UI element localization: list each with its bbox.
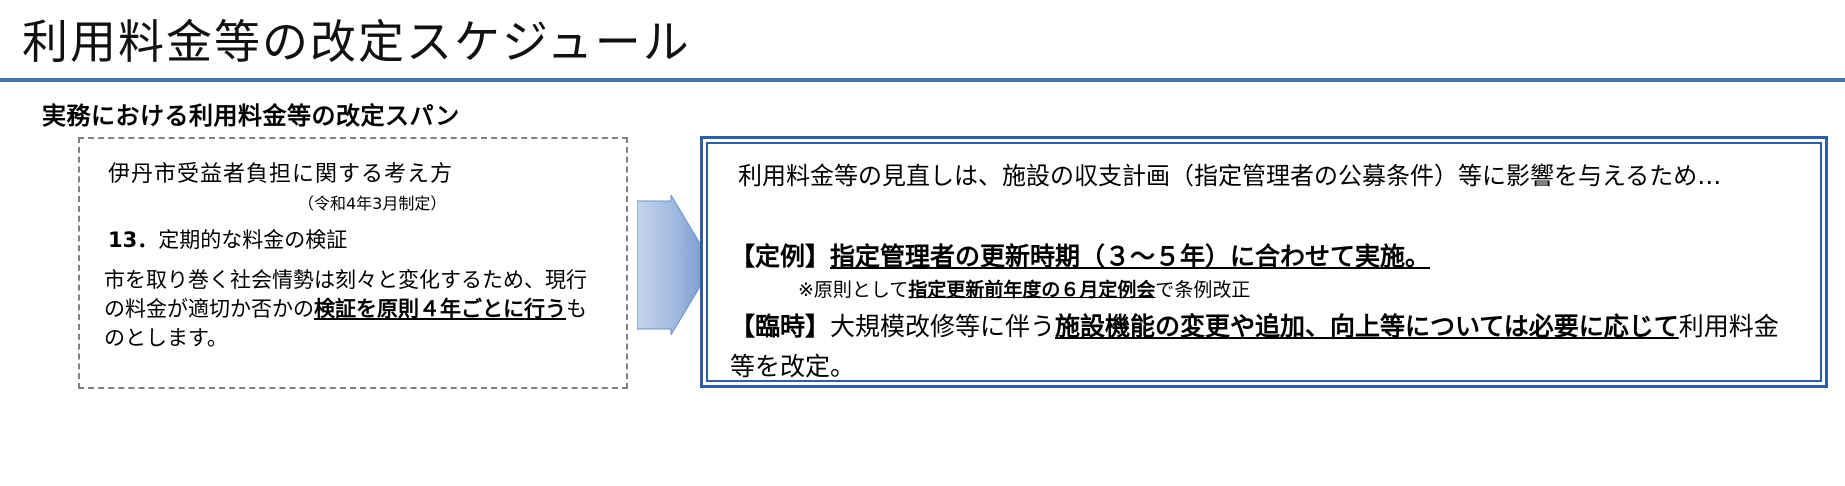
special-revision-emphasis: 施設機能の変更や追加、向上等については必要に応じて xyxy=(1055,312,1679,341)
policy-body-part2: ものとします。 xyxy=(104,297,587,350)
policy-item-number: 13． xyxy=(108,228,159,252)
policy-body-emphasis: 検証を原則４年ごとに行う xyxy=(314,297,566,321)
special-revision-plain-after: 利用料金等を改定。 xyxy=(730,312,1779,381)
revision-policy-inner: 利用料金等の見直しは、施設の収支計画（指定管理者の公募条件）等に影響を与えるため… xyxy=(706,142,1822,382)
note-prefix: ※原則として xyxy=(798,279,909,301)
policy-body-part1: 市を取り巻く社会情勢は刻々と変化するため、現行の料金が適切か否かの xyxy=(104,268,587,321)
regular-revision-note: ※原則として指定更新前年度の６月定例会で条例改正 xyxy=(798,275,1250,302)
right-arrow-icon xyxy=(636,193,714,337)
policy-item-title: 定期的な料金の検証 xyxy=(158,228,348,252)
policy-reference-box: 伊丹市受益者負担に関する考え方 （令和4年3月制定） 13．定期的な料金の検証 … xyxy=(78,137,628,389)
policy-item-heading: 13．定期的な料金の検証 xyxy=(108,224,347,254)
page-title: 利用料金等の改定スケジュール xyxy=(22,15,691,69)
note-suffix: で条例改正 xyxy=(1155,279,1251,301)
title-divider xyxy=(0,78,1845,82)
regular-revision-row: 【定例】指定管理者の更新時期（３～５年）に合わせて実施。 xyxy=(730,237,1430,273)
special-revision-row: 【臨時】大規模改修等に伴う施設機能の変更や追加、向上等については必要に応じて利用… xyxy=(730,307,1790,387)
policy-body-text: 市を取り巻く社会情勢は刻々と変化するため、現行の料金が適切か否かの検証を原則４年… xyxy=(104,266,604,353)
policy-enactment-date: （令和4年3月制定） xyxy=(298,194,447,213)
regular-revision-label: 【定例】 xyxy=(730,242,831,271)
section-subtitle: 実務における利用料金等の改定スパン xyxy=(42,102,460,130)
special-revision-label: 【臨時】 xyxy=(730,312,831,341)
policy-document-title: 伊丹市受益者負担に関する考え方 xyxy=(108,162,454,187)
revision-policy-box: 利用料金等の見直しは、施設の収支計画（指定管理者の公募条件）等に影響を与えるため… xyxy=(700,136,1828,388)
regular-revision-emphasis: 指定管理者の更新時期（３～５年）に合わせて実施。 xyxy=(830,242,1431,271)
note-emphasis: 指定更新前年度の６月定例会 xyxy=(908,279,1156,301)
special-revision-plain-before: 大規模改修等に伴う xyxy=(830,312,1056,341)
revision-intro-text: 利用料金等の見直しは、施設の収支計画（指定管理者の公募条件）等に影響を与えるため… xyxy=(738,162,1722,190)
